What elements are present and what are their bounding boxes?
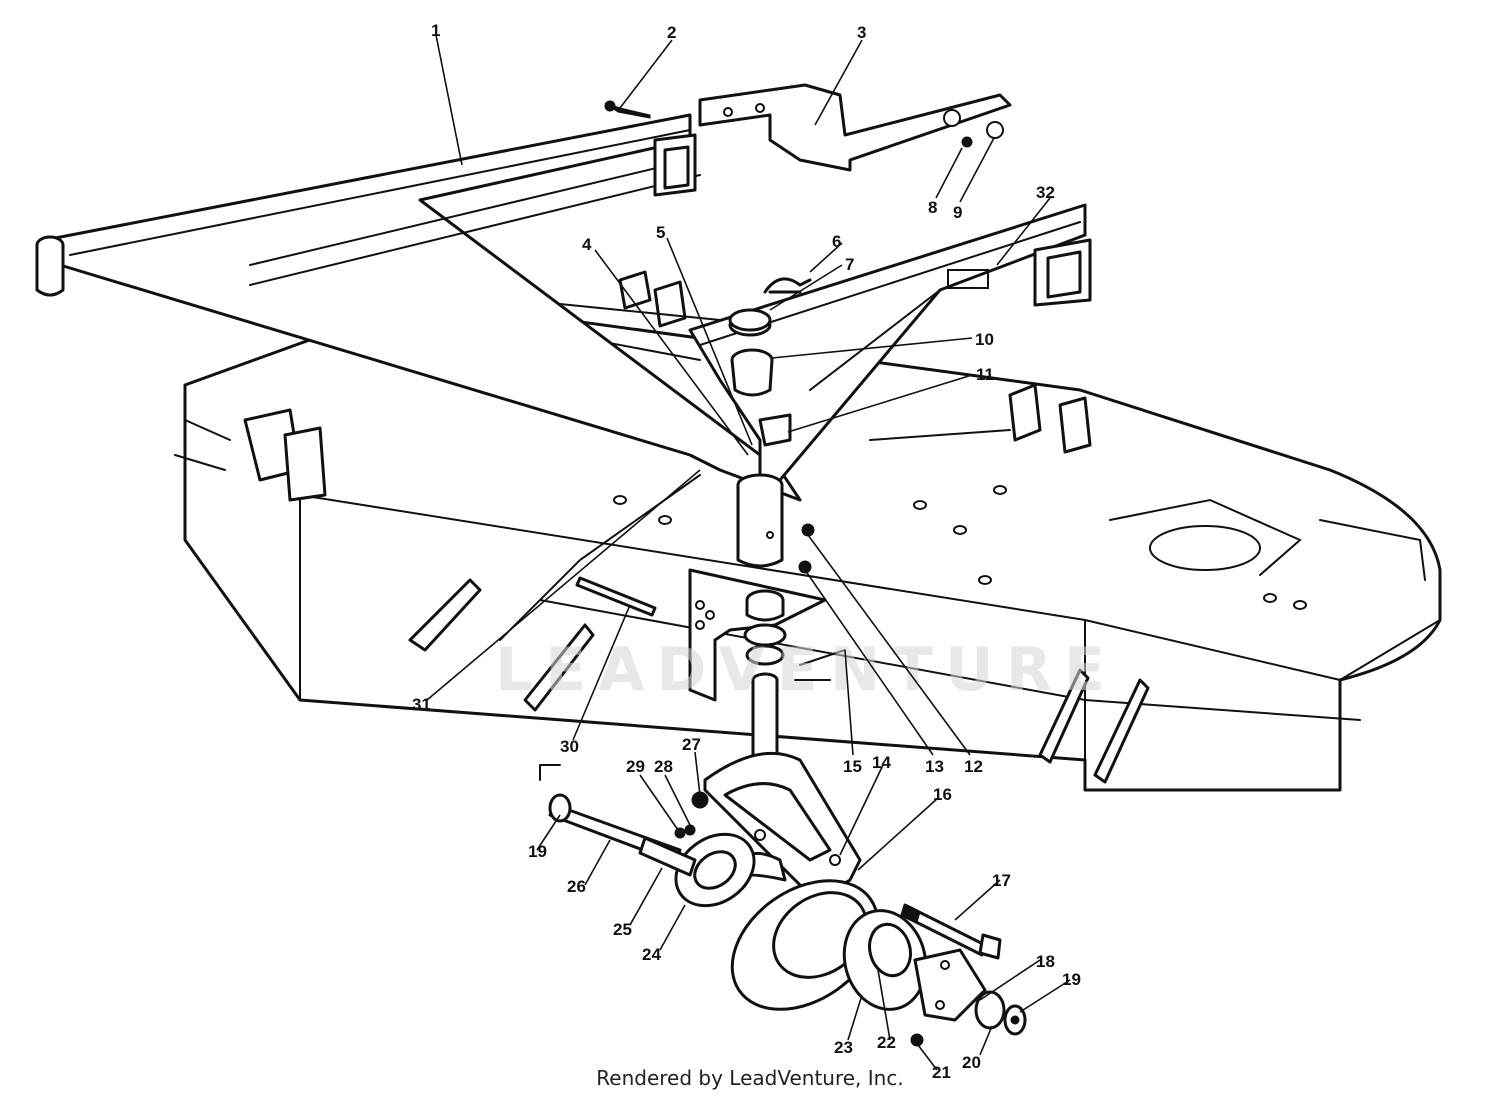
callout-1: 1 xyxy=(431,21,440,40)
callout-22: 22 xyxy=(877,1033,896,1052)
credit-line: Rendered by LeadVenture, Inc. xyxy=(596,1066,904,1090)
callout-labels: 1 2 3 4 5 6 7 8 9 10 11 12 13 14 15 16 1… xyxy=(412,21,1081,1082)
callout-13: 13 xyxy=(925,757,944,776)
callout-30: 30 xyxy=(560,737,579,756)
callout-14: 14 xyxy=(872,753,891,772)
callout-28: 28 xyxy=(654,757,673,776)
callout-12: 12 xyxy=(964,757,983,776)
callout-25: 25 xyxy=(613,920,632,939)
leader-lines xyxy=(426,34,1071,1071)
callout-21: 21 xyxy=(932,1063,951,1082)
callout-7: 7 xyxy=(845,255,854,274)
watermark-text: LEADVENTURE xyxy=(495,635,1117,705)
support-bar xyxy=(698,83,1012,172)
callout-8: 8 xyxy=(928,198,937,217)
callout-19a: 19 xyxy=(528,842,547,861)
callout-27: 27 xyxy=(682,735,701,754)
callout-16: 16 xyxy=(933,785,952,804)
callout-15: 15 xyxy=(843,757,862,776)
callout-3: 3 xyxy=(857,23,866,42)
callout-20: 20 xyxy=(962,1053,981,1072)
callout-6: 6 xyxy=(832,232,841,251)
callout-17: 17 xyxy=(992,871,1011,890)
callout-18: 18 xyxy=(1036,952,1055,971)
callout-4: 4 xyxy=(582,235,592,254)
callout-10: 10 xyxy=(975,330,994,349)
hitch-frame xyxy=(35,113,802,502)
caster-yoke-and-wheel xyxy=(539,751,1027,1047)
callout-19b: 19 xyxy=(1062,970,1081,989)
callout-9: 9 xyxy=(953,203,962,222)
callout-5: 5 xyxy=(656,223,665,242)
callout-11: 11 xyxy=(976,365,994,384)
callout-24: 24 xyxy=(642,945,661,964)
callout-31: 31 xyxy=(412,695,431,714)
callout-29: 29 xyxy=(626,757,645,776)
callout-23: 23 xyxy=(834,1038,853,1057)
bolt-2 xyxy=(604,100,651,119)
callout-2: 2 xyxy=(667,23,676,42)
callout-26: 26 xyxy=(567,877,586,896)
caster-spindle-stack xyxy=(499,277,846,782)
mower-deck xyxy=(174,270,1442,792)
callout-32: 32 xyxy=(1036,183,1055,202)
